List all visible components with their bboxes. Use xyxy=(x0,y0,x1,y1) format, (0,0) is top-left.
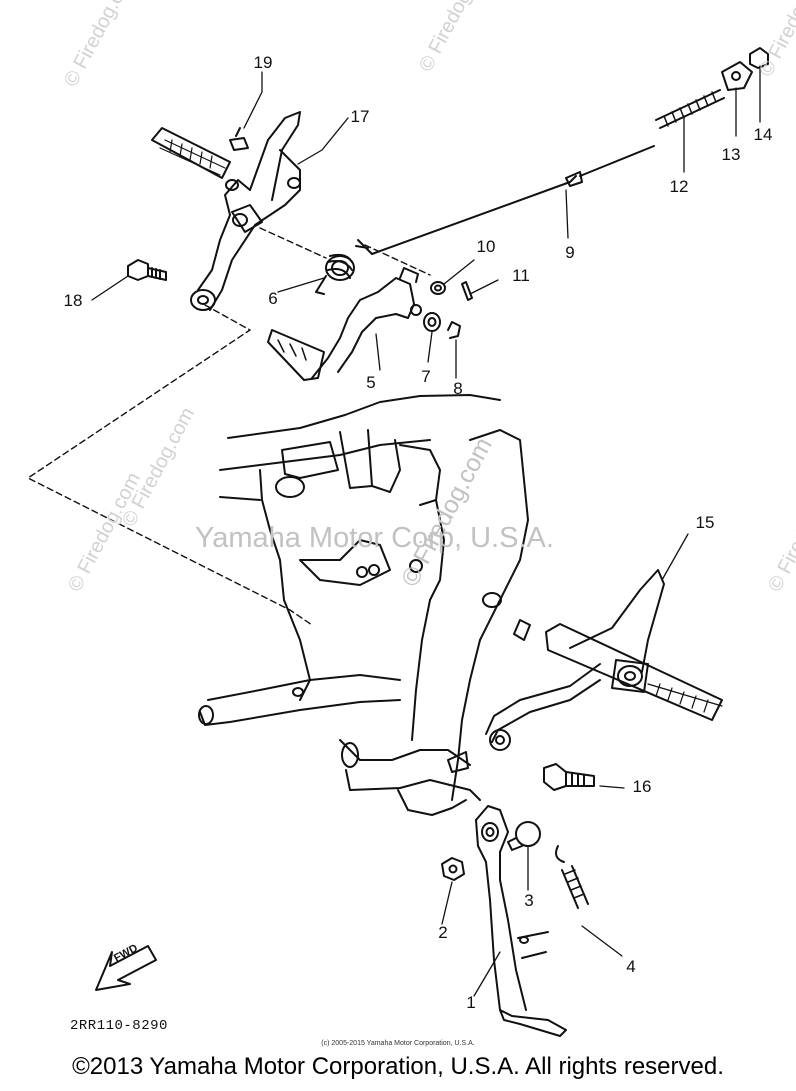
part-19-bolt xyxy=(229,127,249,151)
part-15-footrest-right xyxy=(485,569,723,751)
callout-4[interactable]: 4 xyxy=(626,957,636,976)
part-13-adjuster xyxy=(721,61,753,91)
part-8-clip xyxy=(447,321,461,339)
callout-3[interactable]: 3 xyxy=(524,891,534,910)
callout-2[interactable]: 2 xyxy=(438,923,448,942)
part-18-bolt xyxy=(127,259,167,281)
callout-18[interactable]: 18 xyxy=(63,291,83,310)
callout-5[interactable]: 5 xyxy=(366,373,376,392)
callout-15[interactable]: 15 xyxy=(695,513,715,532)
callout-7[interactable]: 7 xyxy=(421,367,431,386)
callout-13[interactable]: 13 xyxy=(721,145,741,164)
part-2-nut xyxy=(441,857,465,881)
part-11-cotter-pin xyxy=(461,281,473,301)
diagram-part-code: 2RR110-8290 xyxy=(70,1018,168,1034)
watermark-yamaha: Yamaha Motor Corp, U.S.A. xyxy=(195,522,554,554)
part-1-sidestand xyxy=(475,805,567,1037)
dashed-guide-rod xyxy=(364,244,431,276)
dashed-guide-pedal xyxy=(259,227,327,259)
dashed-guide-left xyxy=(27,304,313,626)
callout-19[interactable]: 19 xyxy=(253,53,273,72)
part-7-washer xyxy=(423,312,441,332)
callout-11[interactable]: 11 xyxy=(512,266,530,285)
part-10-nut xyxy=(430,281,446,295)
callout-14[interactable]: 14 xyxy=(753,125,773,144)
part-17-footrest-bracket-left xyxy=(151,111,301,311)
callout-10[interactable]: 10 xyxy=(476,237,496,256)
callout-16[interactable]: 16 xyxy=(632,777,652,796)
part-6-spring xyxy=(315,253,355,295)
part-9-brake-rod xyxy=(355,145,655,255)
leader-lines xyxy=(91,65,761,997)
frame xyxy=(198,394,531,816)
part-14-nut xyxy=(749,47,769,69)
callout-6[interactable]: 6 xyxy=(268,289,278,308)
callout-12[interactable]: 12 xyxy=(669,177,689,196)
part-16-bolt xyxy=(543,763,595,791)
part-12-spring xyxy=(655,89,725,129)
callout-8[interactable]: 8 xyxy=(453,379,463,398)
callout-9[interactable]: 9 xyxy=(565,243,575,262)
copyright-notice: ©2013 Yamaha Motor Corporation, U.S.A. A… xyxy=(72,1053,724,1080)
part-5-brake-pedal xyxy=(267,267,422,381)
callout-1[interactable]: 1 xyxy=(466,993,476,1012)
part-4-spring xyxy=(555,845,589,909)
part-3-pivot-bolt xyxy=(507,821,541,851)
small-credit-line: (c) 2005-2015 Yamaha Motor Corporation, … xyxy=(321,1040,475,1047)
callout-17[interactable]: 17 xyxy=(350,107,370,126)
fwd-arrow-icon xyxy=(95,945,157,991)
